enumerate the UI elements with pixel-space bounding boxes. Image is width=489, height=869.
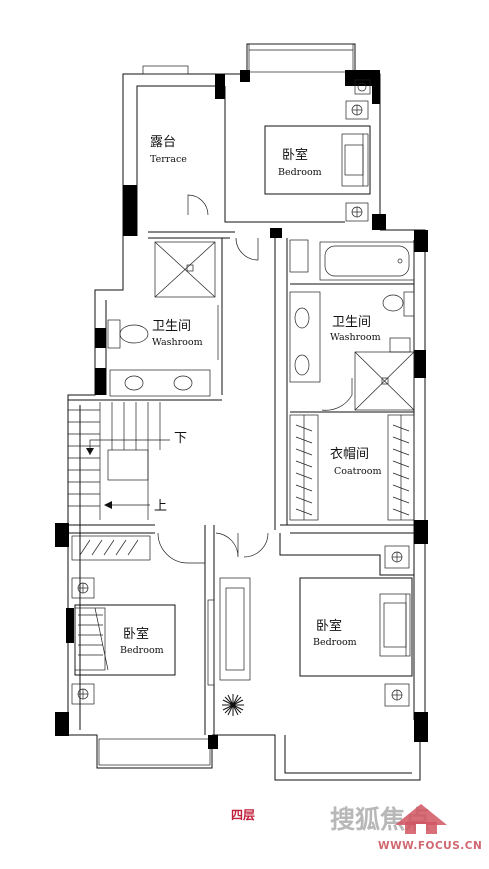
coatroom-label-en: Coatroom bbox=[334, 466, 381, 477]
stairs-down-label: 下 bbox=[174, 431, 187, 446]
bedroom-bottom-left-label-en: Bedroom bbox=[120, 645, 164, 656]
bedroom-bottom-left-label-cn: 卧室 bbox=[123, 626, 149, 642]
terrace-label-en: Terrace bbox=[150, 154, 187, 165]
floor-label: 四层 bbox=[231, 808, 255, 822]
terrace: 露台 Terrace bbox=[142, 65, 209, 216]
bedroom-bottom-right: 卧室 Bedroom bbox=[279, 533, 414, 707]
bedroom-bottom-right-label-en: Bedroom bbox=[313, 637, 357, 648]
bedroom-top: 卧室 Bedroom bbox=[235, 79, 371, 261]
washroom-left: 卫生间 Washroom bbox=[107, 241, 219, 397]
washroom-right: 卫生间 Washroom bbox=[289, 239, 415, 411]
watermark: 搜狐焦点 WWW.FOCUS.CN bbox=[330, 804, 482, 852]
watermark-url: WWW.FOCUS.CN bbox=[378, 840, 482, 852]
coatroom-label-cn: 衣帽间 bbox=[330, 446, 369, 462]
terrace-label-cn: 露台 bbox=[150, 135, 176, 150]
coatroom: 衣帽间 Coatroom bbox=[289, 414, 415, 521]
washroom-left-label-en: Washroom bbox=[152, 337, 203, 348]
bedroom-top-label-en: Bedroom bbox=[278, 167, 322, 178]
washroom-right-label-en: Washroom bbox=[330, 332, 381, 343]
outer-walls bbox=[67, 43, 426, 781]
bedroom-bottom-left: 卧室 Bedroom bbox=[71, 535, 215, 705]
bedroom-bottom-right-label-cn: 卧室 bbox=[316, 618, 342, 634]
potted-plant-icon bbox=[222, 694, 244, 716]
washroom-left-label-cn: 卫生间 bbox=[152, 319, 191, 334]
wall-columns bbox=[55, 70, 428, 749]
hallway bbox=[215, 532, 269, 716]
bedroom-top-label-cn: 卧室 bbox=[282, 147, 308, 163]
washroom-right-label-cn: 卫生间 bbox=[332, 315, 371, 330]
stairs-up-label: 上 bbox=[154, 499, 167, 514]
staircase: 下 上 bbox=[68, 402, 205, 564]
house-logo-icon bbox=[395, 804, 447, 834]
